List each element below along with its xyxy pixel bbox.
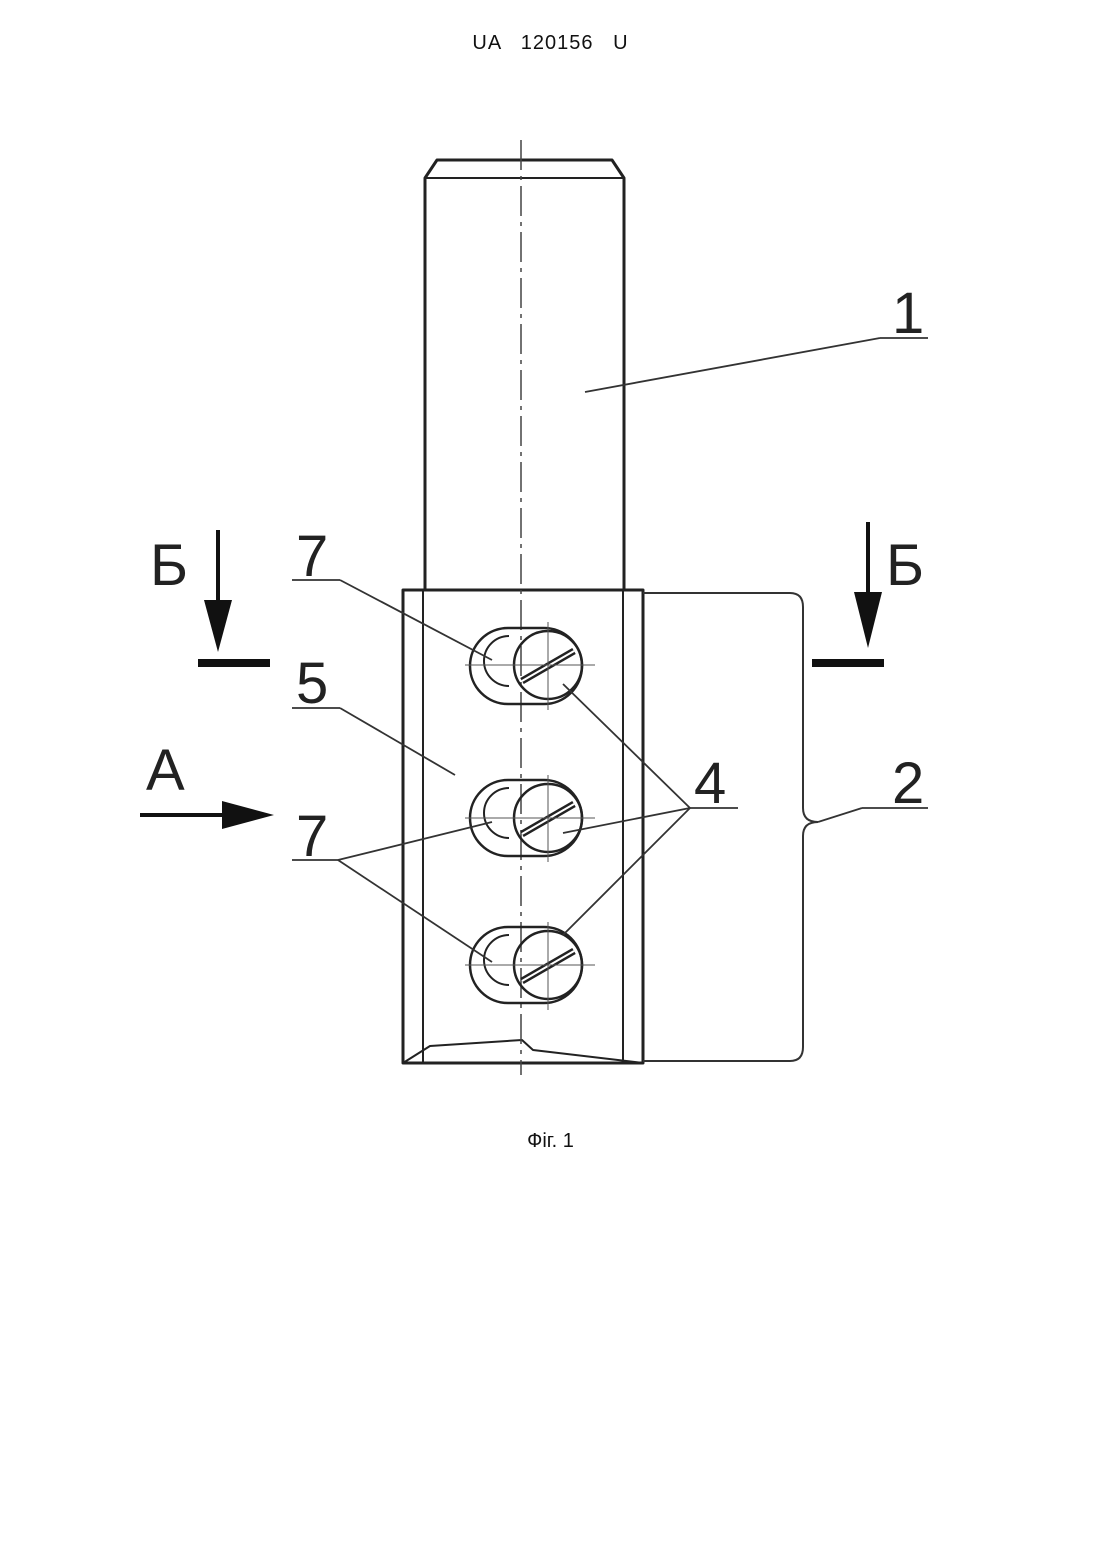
- label-holes-lower: 7: [296, 804, 328, 869]
- label-holes-top: 7: [296, 524, 328, 589]
- body-outline: [403, 590, 643, 1063]
- label-body: 2: [892, 751, 924, 816]
- label-shank: 1: [892, 281, 924, 346]
- label-section-left: Б: [150, 533, 188, 598]
- section-marker-left: [198, 530, 270, 663]
- brace: [643, 593, 818, 1061]
- label-section-right: Б: [886, 533, 924, 598]
- figure-caption: Фіг. 1: [0, 1130, 1101, 1153]
- view-arrow: [140, 801, 274, 829]
- label-view: А: [146, 738, 185, 803]
- hole-assembly-top: [470, 628, 582, 704]
- shank-outline: [425, 160, 624, 590]
- label-screws: 4: [694, 751, 726, 816]
- section-marker-right: [812, 522, 884, 663]
- label-plate: 5: [296, 651, 328, 716]
